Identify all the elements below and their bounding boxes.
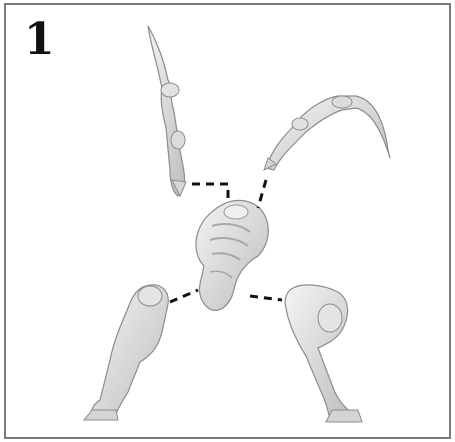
connector-left-leg	[170, 290, 198, 302]
torso-part	[196, 200, 268, 310]
connector-upper-left-arm	[192, 184, 228, 200]
connector-right-leg	[250, 296, 282, 300]
upper-left-arm-part	[148, 26, 186, 196]
upper-right-arm-part	[264, 96, 390, 170]
left-leg-part	[84, 285, 168, 420]
connector-upper-right-arm	[258, 180, 266, 208]
right-leg-part	[285, 285, 362, 422]
